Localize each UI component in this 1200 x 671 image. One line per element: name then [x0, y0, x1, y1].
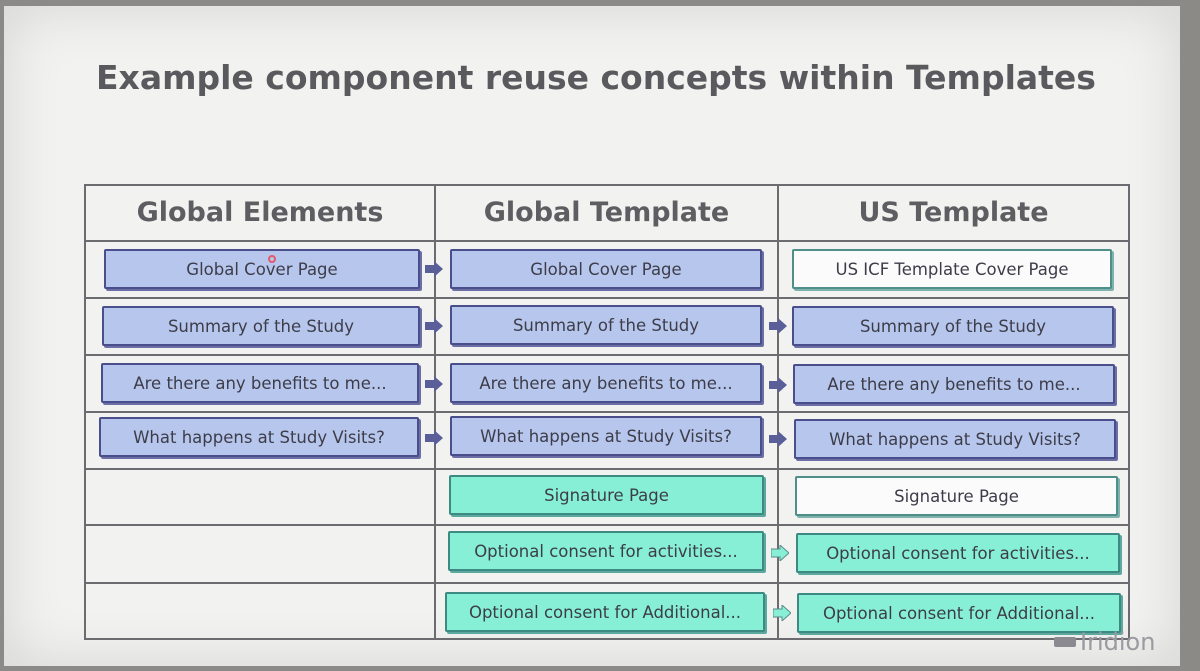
arrow-right-icon [425, 318, 443, 334]
global-template-summary: Summary of the Study [450, 305, 762, 345]
row-divider [84, 582, 1130, 584]
us-template-study-visits: What happens at Study Visits? [794, 419, 1116, 459]
global-template-optional-activities: Optional consent for activities... [448, 531, 764, 571]
row-divider [84, 468, 1130, 470]
logo-text: Iridion [1080, 628, 1156, 656]
us-template-signature-page: Signature Page [795, 476, 1118, 516]
arrow-right-icon [771, 545, 789, 561]
global-elements-study-visits: What happens at Study Visits? [99, 417, 419, 457]
arrow-right-icon [425, 430, 443, 446]
company-logo: Iridion [1054, 628, 1155, 656]
us-template-summary: Summary of the Study [792, 306, 1114, 346]
us-template-optional-activities: Optional consent for activities... [796, 533, 1120, 573]
header-us-template: US Template [858, 196, 1049, 228]
header-global-elements: Global Elements [136, 196, 384, 228]
global-elements-benefits: Are there any benefits to me... [101, 363, 419, 403]
logo-mark-icon [1054, 637, 1076, 647]
arrow-right-icon [769, 377, 787, 393]
us-template-benefits: Are there any benefits to me... [793, 364, 1115, 404]
global-elements-summary: Summary of the Study [102, 306, 420, 346]
row-divider [84, 524, 1130, 526]
arrow-right-icon [425, 261, 443, 277]
global-template-optional-additional: Optional consent for Additional... [445, 592, 765, 632]
arrow-right-icon [769, 318, 787, 334]
row-divider [84, 297, 1130, 299]
us-template-optional-additional: Optional consent for Additional... [797, 593, 1121, 633]
row-divider [84, 354, 1130, 356]
arrow-right-icon [425, 376, 443, 392]
arrow-right-icon [773, 605, 791, 621]
pointer-icon [268, 255, 276, 263]
table-border-bottom [84, 638, 1130, 640]
slide-title: Example component reuse concepts within … [96, 58, 1096, 97]
row-divider [84, 240, 1130, 242]
global-elements-cover-page: Global Cover Page [104, 249, 420, 289]
row-divider [84, 411, 1130, 413]
global-template-signature-page: Signature Page [449, 475, 764, 515]
header-global-template: Global Template [483, 196, 730, 228]
global-template-cover-page: Global Cover Page [450, 249, 762, 289]
us-template-cover-page: US ICF Template Cover Page [792, 249, 1112, 289]
arrow-right-icon [769, 431, 787, 447]
global-template-study-visits: What happens at Study Visits? [450, 416, 762, 456]
global-template-benefits: Are there any benefits to me... [450, 363, 762, 403]
table-border-top [84, 184, 1130, 186]
slide: Example component reuse concepts within … [4, 6, 1180, 666]
